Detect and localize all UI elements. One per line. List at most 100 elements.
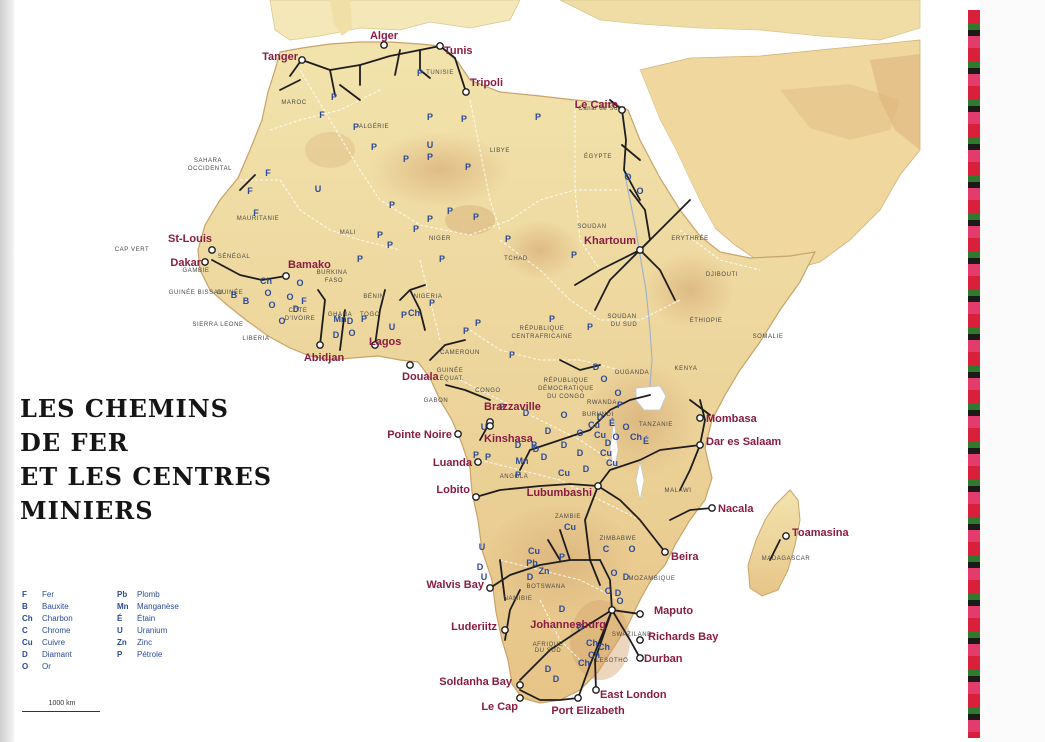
country-label: LIBYE: [490, 148, 510, 154]
resource-marker: P: [427, 214, 433, 224]
country-label: MAROC: [281, 100, 306, 106]
city-dot: [574, 694, 582, 702]
legend-code: É: [117, 614, 123, 623]
legend-label: Or: [42, 662, 51, 671]
resource-marker: U: [481, 572, 488, 582]
country-label: CAMEROUN: [440, 350, 480, 356]
country-label: CENTRAFRICAINE: [511, 334, 572, 340]
country-label: KENYA: [675, 366, 698, 372]
city-marker: Nacala: [708, 503, 754, 515]
legend-label: Fer: [42, 590, 54, 599]
city-marker: Lagos: [369, 336, 401, 349]
resource-marker: O: [610, 568, 617, 578]
resource-marker: D: [533, 444, 540, 454]
resource-marker: É: [609, 418, 615, 428]
city-label: Walvis Bay: [426, 579, 485, 591]
city-dot: [592, 686, 600, 694]
city-marker: Maputo: [636, 605, 693, 618]
book-spine-left: [0, 0, 14, 742]
legend-code: D: [22, 650, 28, 659]
city-marker: Mombasa: [696, 413, 758, 425]
legend-code: Mn: [117, 602, 129, 611]
city-label: Le Caire: [575, 99, 618, 111]
country-label: NIGERIA: [414, 294, 443, 300]
city-label: Le Cap: [481, 701, 518, 713]
country-label: ZAMBIE: [555, 514, 581, 520]
country-label: MOZAMBIQUE: [628, 576, 675, 582]
country-label: GABON: [424, 398, 449, 404]
city-label: Lubumbashi: [527, 487, 592, 499]
country-label: Canal de Suez: [578, 106, 625, 112]
city-marker: Durban: [636, 653, 683, 665]
resource-marker: Cu: [600, 448, 612, 458]
country-label: ALGÉRIE: [359, 123, 389, 130]
city-dot: [462, 88, 470, 96]
country-label: GUINÉE: [217, 289, 244, 296]
resource-marker: P: [427, 152, 433, 162]
country-label: ÉGYPTE: [584, 153, 612, 160]
resource-marker: Ch: [598, 642, 610, 652]
country-label: DÉMOCRATIQUE: [538, 385, 594, 392]
scale-line: [22, 711, 100, 712]
country-label: GUINÉE BISSAU: [169, 289, 223, 296]
country-label: SAHARA: [194, 158, 222, 164]
country-label: NAMIBIE: [504, 596, 533, 602]
city-label: Mombasa: [706, 413, 758, 425]
city-dot: [316, 341, 324, 349]
city-dot: [486, 422, 494, 430]
resource-marker: P: [515, 470, 521, 480]
legend-entry: Mn Manganèse: [117, 602, 179, 614]
book-edge-strip: [968, 10, 980, 738]
legend-code: C: [22, 626, 28, 635]
city-label: East London: [600, 689, 667, 701]
city-marker: Walvis Bay: [426, 579, 494, 592]
resource-marker: Cu: [606, 458, 618, 468]
city-label: Douala: [402, 371, 440, 383]
country-label: DU CONGO: [547, 394, 585, 400]
resource-marker: P: [417, 68, 423, 78]
city-dot: [371, 341, 379, 349]
country-label: BOTSWANA: [527, 584, 566, 590]
resource-marker: P: [475, 318, 481, 328]
legend-label: Zinc: [137, 638, 153, 647]
resource-marker: U: [481, 422, 488, 432]
country-label: ANGOLA: [500, 474, 529, 480]
country-label: MADAGASCAR: [762, 556, 811, 562]
country-label: CAP VERT: [115, 247, 150, 253]
legend-code: Pb: [117, 590, 128, 599]
country-label: MAURITANIE: [237, 216, 280, 222]
city-label: Bamako: [288, 259, 331, 271]
country-label: DU SUD: [535, 648, 562, 654]
resource-marker: É: [643, 436, 649, 446]
city-marker: Pointe Noire: [387, 429, 462, 441]
city-dot: [516, 694, 524, 702]
resource-marker: O: [576, 622, 583, 632]
legend-code: U: [117, 626, 123, 635]
resource-marker: O: [286, 292, 293, 302]
city-label: Kinshasa: [484, 433, 534, 445]
resource-marker: P: [559, 552, 565, 562]
resource-marker: U: [315, 184, 322, 194]
country-label: SÉNÉGAL: [218, 253, 251, 260]
country-label: SOUDAN: [577, 224, 606, 230]
resource-marker: D: [333, 330, 340, 340]
city-label: Dakar: [170, 257, 201, 269]
resource-marker: D: [545, 664, 552, 674]
legend-code: B: [22, 602, 28, 611]
legend-code: Cu: [22, 638, 33, 647]
resource-marker: Ch: [586, 638, 598, 648]
resource-marker: F: [319, 110, 325, 120]
resource-marker: P: [387, 240, 393, 250]
legend-label: Manganèse: [137, 602, 179, 611]
resource-marker: P: [531, 440, 537, 450]
legend-code: O: [22, 662, 29, 671]
country-label: BÉNIN: [363, 293, 384, 300]
resource-marker: P: [413, 224, 419, 234]
map-title: LES CHEMINS DE FER ET LES CENTRES MINIER…: [20, 392, 300, 528]
city-marker: Le Cap: [481, 694, 524, 713]
